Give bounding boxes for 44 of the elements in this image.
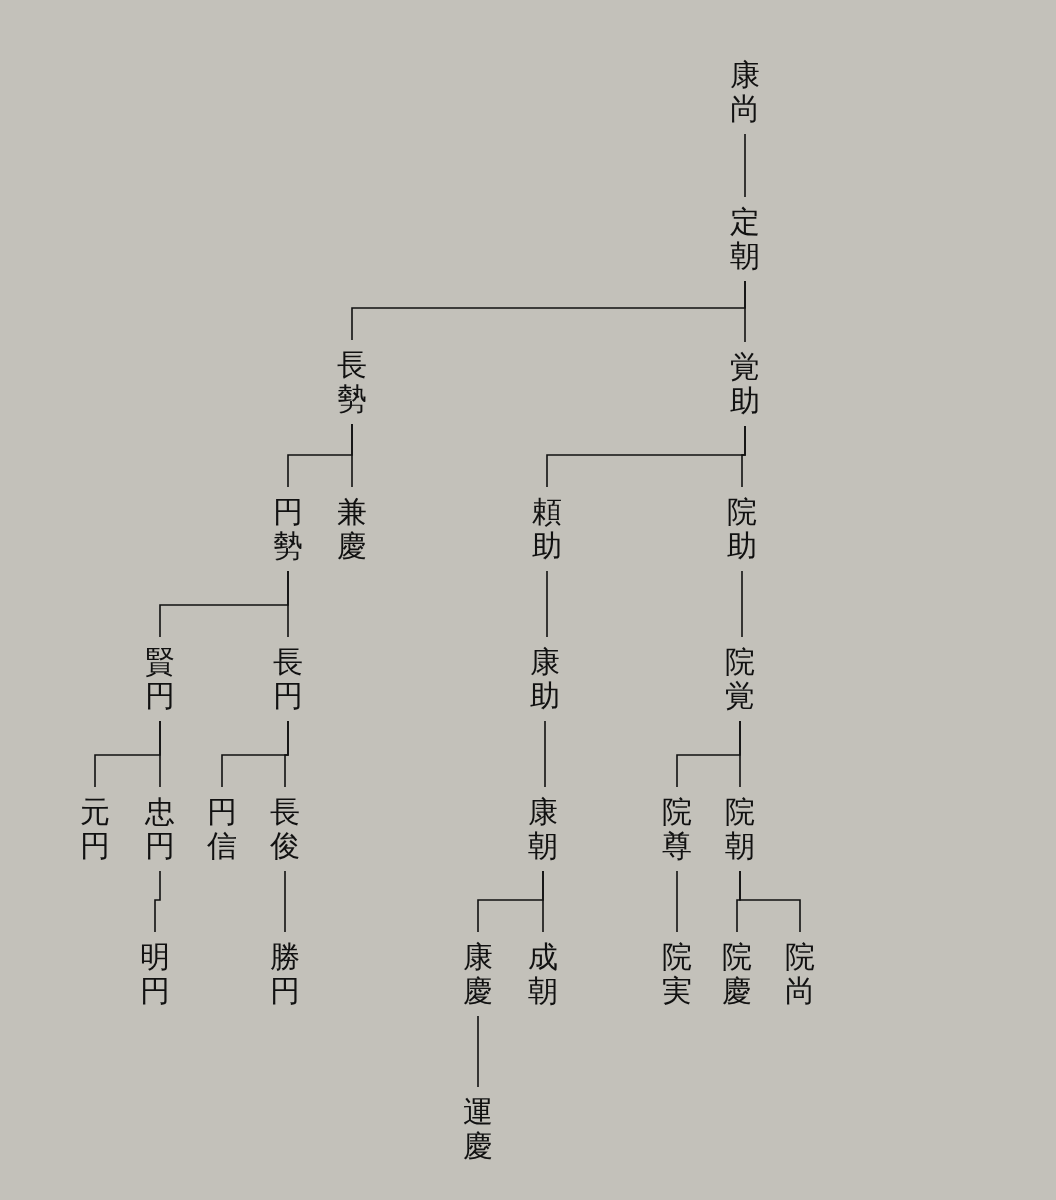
- person-name: 院尚: [784, 940, 816, 1008]
- connector-line: [744, 280, 746, 343]
- connector-line: [739, 720, 741, 788]
- person-name: 康助: [529, 645, 561, 713]
- connector-line: [741, 425, 746, 488]
- person-name: 覚助: [729, 350, 761, 418]
- connector-line: [284, 870, 286, 933]
- connector-line: [741, 570, 743, 638]
- connector-line: [287, 570, 289, 638]
- person-name: 院朝: [724, 795, 756, 863]
- person-name: 康朝: [527, 795, 559, 863]
- person-name: 頼助: [531, 495, 563, 563]
- person-name: 円信: [206, 795, 238, 863]
- person-name: 定朝: [729, 205, 761, 273]
- person-name: 兼慶: [336, 495, 368, 563]
- connector-line: [154, 870, 161, 933]
- person-name: 長俊: [269, 795, 301, 863]
- person-name: 院尊: [661, 795, 693, 863]
- person-name: 明円: [139, 940, 171, 1008]
- connector-line: [739, 870, 801, 933]
- person-name: 長勢: [336, 348, 368, 416]
- person-name: 康尚: [729, 58, 761, 126]
- person-name: 康慶: [462, 940, 494, 1008]
- person-name: 長円: [272, 645, 304, 713]
- connector-line: [546, 570, 548, 638]
- person-name: 賢円: [144, 645, 176, 713]
- connector-line: [159, 720, 161, 788]
- person-name: 院実: [661, 940, 693, 1008]
- person-name: 院覚: [724, 645, 756, 713]
- person-name: 元円: [79, 795, 111, 863]
- person-name: 忠円: [144, 795, 176, 863]
- connector-line: [477, 1015, 479, 1088]
- person-name: 院助: [726, 495, 758, 563]
- person-name: 成朝: [527, 940, 559, 1008]
- connector-line: [744, 133, 746, 198]
- connector-line: [284, 720, 289, 788]
- connector-line: [544, 720, 546, 788]
- connector-line: [351, 423, 353, 488]
- person-name: 院慶: [721, 940, 753, 1008]
- person-name: 勝円: [269, 940, 301, 1008]
- person-name: 円勢: [272, 495, 304, 563]
- person-name: 運慶: [462, 1095, 494, 1163]
- connector-line: [676, 870, 678, 933]
- connector-line: [542, 870, 544, 933]
